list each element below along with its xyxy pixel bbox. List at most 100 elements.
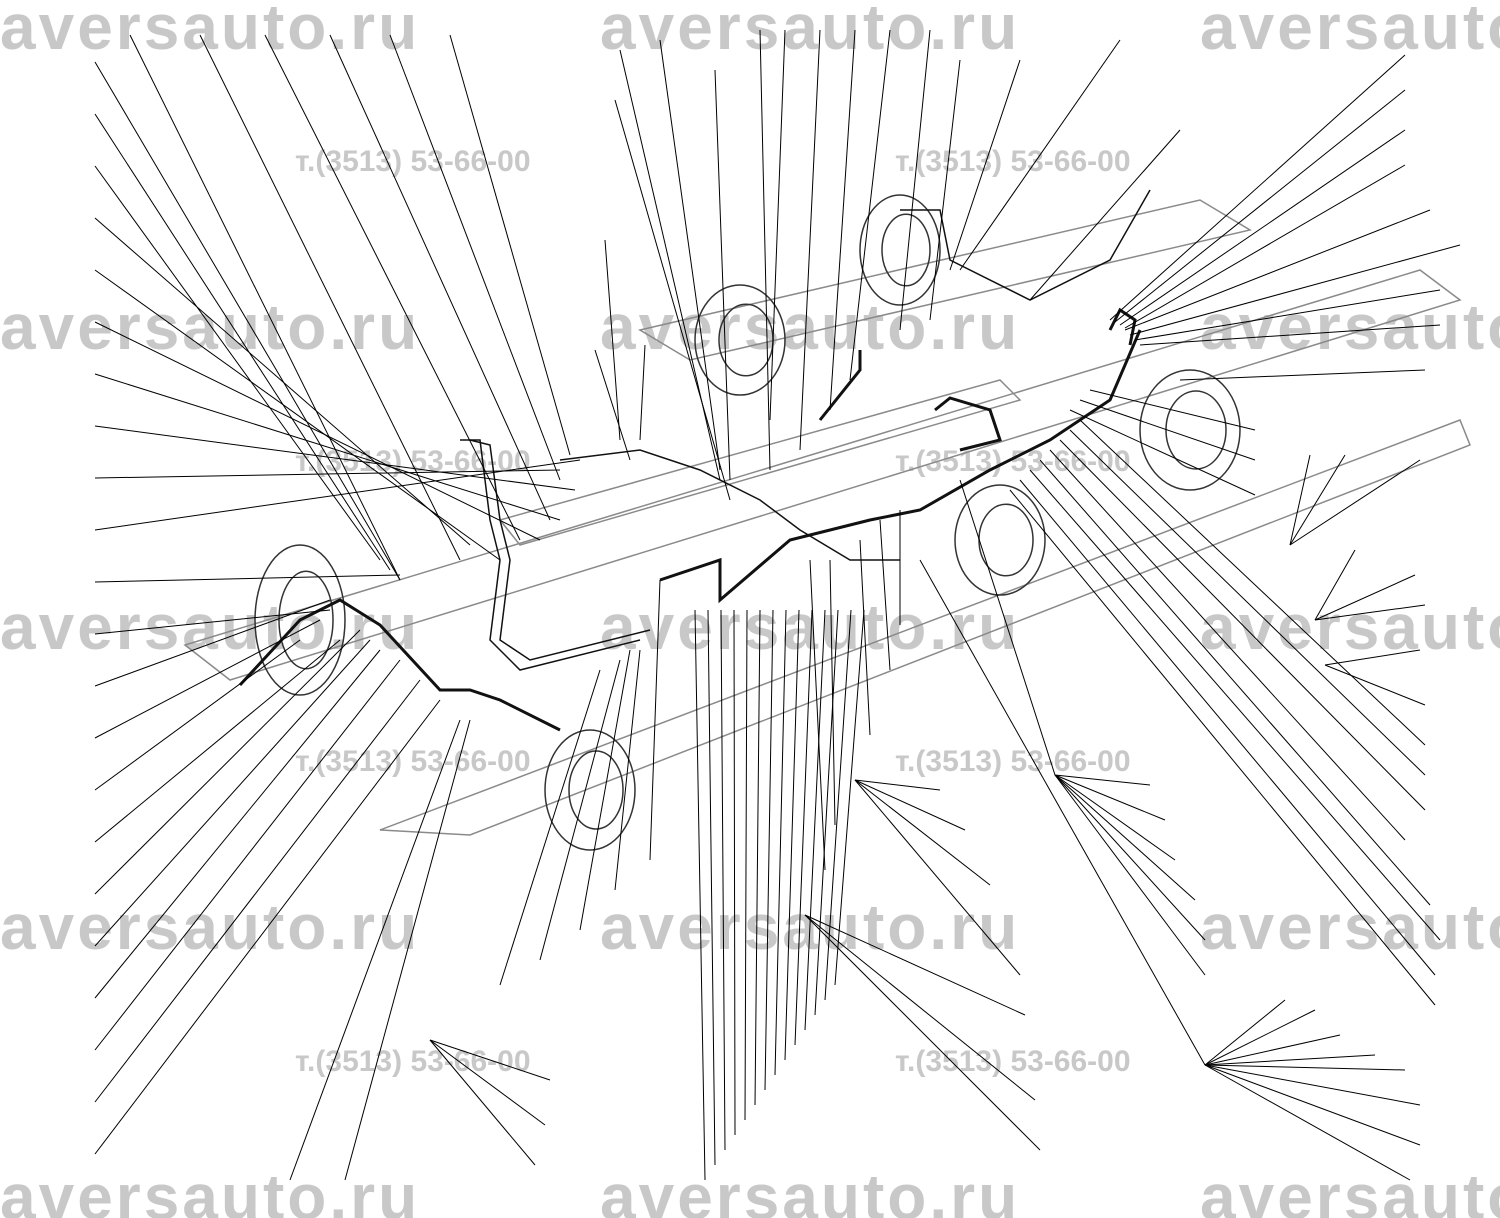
leader-line bbox=[804, 914, 1041, 1151]
chassis-frame bbox=[183, 199, 1471, 836]
leader-line bbox=[649, 579, 661, 861]
leader-line bbox=[1054, 774, 1206, 941]
leader-line bbox=[94, 469, 561, 479]
pipe-front-axle bbox=[238, 598, 561, 732]
leader-line bbox=[929, 59, 961, 321]
leader-line bbox=[94, 619, 321, 739]
leader-line bbox=[1009, 489, 1436, 1006]
leader-line bbox=[94, 373, 561, 521]
wheel-brake-drum bbox=[254, 544, 346, 696]
leader-line bbox=[129, 34, 401, 581]
leader-line bbox=[539, 659, 621, 961]
leader-line bbox=[854, 779, 991, 886]
leader-line bbox=[1124, 209, 1431, 331]
leader-line bbox=[94, 165, 381, 561]
wheel-brake-drum bbox=[859, 194, 941, 306]
watermark-site: aversauto.ru bbox=[0, 891, 421, 963]
wheel-hub bbox=[1165, 390, 1227, 470]
leader-line bbox=[1069, 409, 1256, 496]
frame-rail-front bbox=[183, 269, 1462, 681]
leader-line bbox=[1054, 774, 1176, 861]
leader-line bbox=[854, 779, 966, 831]
leader-line bbox=[1204, 1054, 1376, 1066]
leader-line bbox=[1054, 774, 1151, 786]
pipe-rear-loop bbox=[1108, 307, 1137, 346]
watermark-site: aversauto.ru bbox=[1200, 591, 1500, 663]
leader-line bbox=[94, 629, 361, 895]
wheel-hub bbox=[568, 750, 624, 830]
leader-line bbox=[94, 574, 401, 583]
wheel-brake-drum bbox=[544, 729, 636, 851]
leader-line bbox=[429, 1039, 551, 1081]
leader-line bbox=[94, 425, 576, 491]
leader-line bbox=[899, 29, 931, 331]
pipe-double-left-2 bbox=[469, 439, 651, 661]
leader-line bbox=[799, 29, 821, 451]
wheel-brake-drum bbox=[1139, 369, 1241, 491]
leader-line bbox=[429, 1039, 546, 1126]
leader-line bbox=[1029, 469, 1441, 941]
leader-line bbox=[1124, 164, 1406, 329]
leader-line bbox=[1324, 649, 1421, 666]
leader-line bbox=[1089, 389, 1256, 431]
leader-line bbox=[809, 559, 826, 871]
wheel-brake-drum bbox=[954, 484, 1046, 596]
leader-line bbox=[1019, 479, 1436, 976]
leader-line bbox=[199, 34, 461, 561]
pipe-valve bbox=[818, 350, 862, 421]
leader-line bbox=[1204, 1064, 1421, 1106]
leader-line bbox=[289, 719, 461, 1181]
pipe-rear-top bbox=[900, 189, 1151, 301]
leader-line bbox=[764, 609, 774, 1091]
leader-line bbox=[604, 239, 621, 441]
leader-line bbox=[754, 609, 761, 1106]
leader-line bbox=[859, 539, 871, 736]
leader-line bbox=[329, 34, 551, 521]
wheel-hub bbox=[881, 213, 931, 287]
leader-line bbox=[94, 639, 301, 791]
leader-line bbox=[1139, 324, 1441, 346]
leader-line bbox=[849, 29, 891, 381]
leader-line bbox=[1114, 89, 1406, 323]
leader-line bbox=[94, 113, 391, 571]
leader-line bbox=[824, 609, 852, 1001]
leader-line bbox=[94, 639, 371, 947]
leader-line bbox=[1204, 1009, 1316, 1066]
leader-line bbox=[759, 29, 771, 471]
watermark-phone: т.(3513) 53-66-00 bbox=[895, 1045, 1131, 1078]
leader-line bbox=[94, 609, 331, 635]
leader-line bbox=[854, 779, 941, 791]
leader-line bbox=[769, 29, 786, 421]
leader-line bbox=[834, 609, 865, 986]
leader-line bbox=[264, 34, 521, 541]
leader-line bbox=[659, 39, 721, 471]
leader-line bbox=[1204, 999, 1286, 1066]
leader-line bbox=[1119, 129, 1406, 326]
cross-member-top bbox=[638, 199, 1252, 361]
leader-line bbox=[959, 39, 1121, 271]
leader-line bbox=[94, 321, 541, 541]
leader-line bbox=[784, 609, 800, 1061]
leader-line bbox=[694, 609, 706, 1181]
leader-line bbox=[1179, 369, 1426, 381]
leader-line bbox=[579, 649, 631, 931]
watermark-phone: т.(3513) 53-66-00 bbox=[895, 745, 1131, 778]
leader-line bbox=[720, 609, 726, 1151]
leader-line bbox=[94, 459, 581, 531]
watermark-phone: т.(3513) 53-66-00 bbox=[295, 745, 531, 778]
leader-line bbox=[814, 609, 839, 1016]
watermark-site: aversauto.ru bbox=[600, 0, 1021, 63]
leader-line bbox=[854, 779, 1021, 976]
leader-line bbox=[733, 609, 736, 1136]
leader-line bbox=[744, 609, 748, 1121]
wheel-hub bbox=[718, 303, 774, 377]
leader-line bbox=[1314, 549, 1356, 621]
leader-line bbox=[1039, 459, 1431, 906]
wheel-hub bbox=[278, 570, 334, 670]
pipe-loop bbox=[934, 396, 1002, 452]
leader-line bbox=[1204, 1064, 1421, 1146]
leader-line bbox=[804, 914, 1036, 1101]
leader-line bbox=[804, 609, 826, 1031]
leader-line bbox=[1289, 454, 1311, 546]
